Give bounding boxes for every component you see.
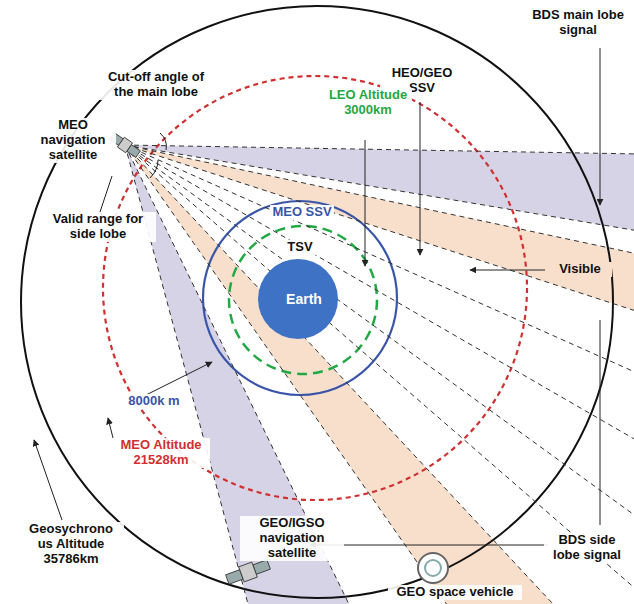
vehicle-label: TSV xyxy=(280,240,320,255)
geo-orbit xyxy=(21,6,613,598)
beam-wedge xyxy=(125,145,563,604)
visibility-label: Visible xyxy=(548,262,612,277)
beam-edge xyxy=(125,145,634,162)
orbit-label: MEO Altitude 21528km xyxy=(112,438,210,468)
beam-edge xyxy=(125,145,634,604)
signal-label: BDS main lobe signal xyxy=(526,8,630,38)
beam-edge xyxy=(125,145,634,552)
beam-edge xyxy=(125,145,634,604)
satellite-label: MEO navigation satellite xyxy=(30,118,116,163)
earth-circle: Earth xyxy=(257,258,351,340)
beam-edge xyxy=(125,145,634,353)
lobe-label: Valid range for side lobe xyxy=(40,212,156,242)
distance-label: 8000k m xyxy=(124,394,184,409)
geo-space-vehicle xyxy=(418,553,448,583)
meo-orbit xyxy=(103,76,527,500)
leader-lines xyxy=(34,48,600,545)
vehicle-label: MEO SSV xyxy=(270,205,334,220)
satellite-label: GEO/IGSO navigation satellite xyxy=(240,516,344,561)
signal-beams xyxy=(125,145,634,604)
orbit-label: Geosychrono us Altitude 35786km xyxy=(18,522,124,567)
signal-label: BDS side lobe signal xyxy=(544,533,630,563)
vehicle-label: GEO space vehicle xyxy=(388,585,522,600)
beam-edge xyxy=(125,145,563,604)
beam-edge xyxy=(125,145,634,604)
boundary-8000km xyxy=(203,201,397,395)
angle-label: Cut-off angle of the main lobe xyxy=(98,70,214,100)
earth-label: Earth xyxy=(257,258,351,307)
orbit-label: LEO Altitude 3000km xyxy=(324,88,412,118)
leo-orbit xyxy=(229,226,377,374)
beam-edge xyxy=(125,145,384,604)
beam-edge xyxy=(125,145,634,604)
beam-edge xyxy=(125,145,634,604)
beam-edges xyxy=(125,145,634,604)
geo-satellite xyxy=(225,557,272,587)
beam-edge xyxy=(125,145,634,454)
